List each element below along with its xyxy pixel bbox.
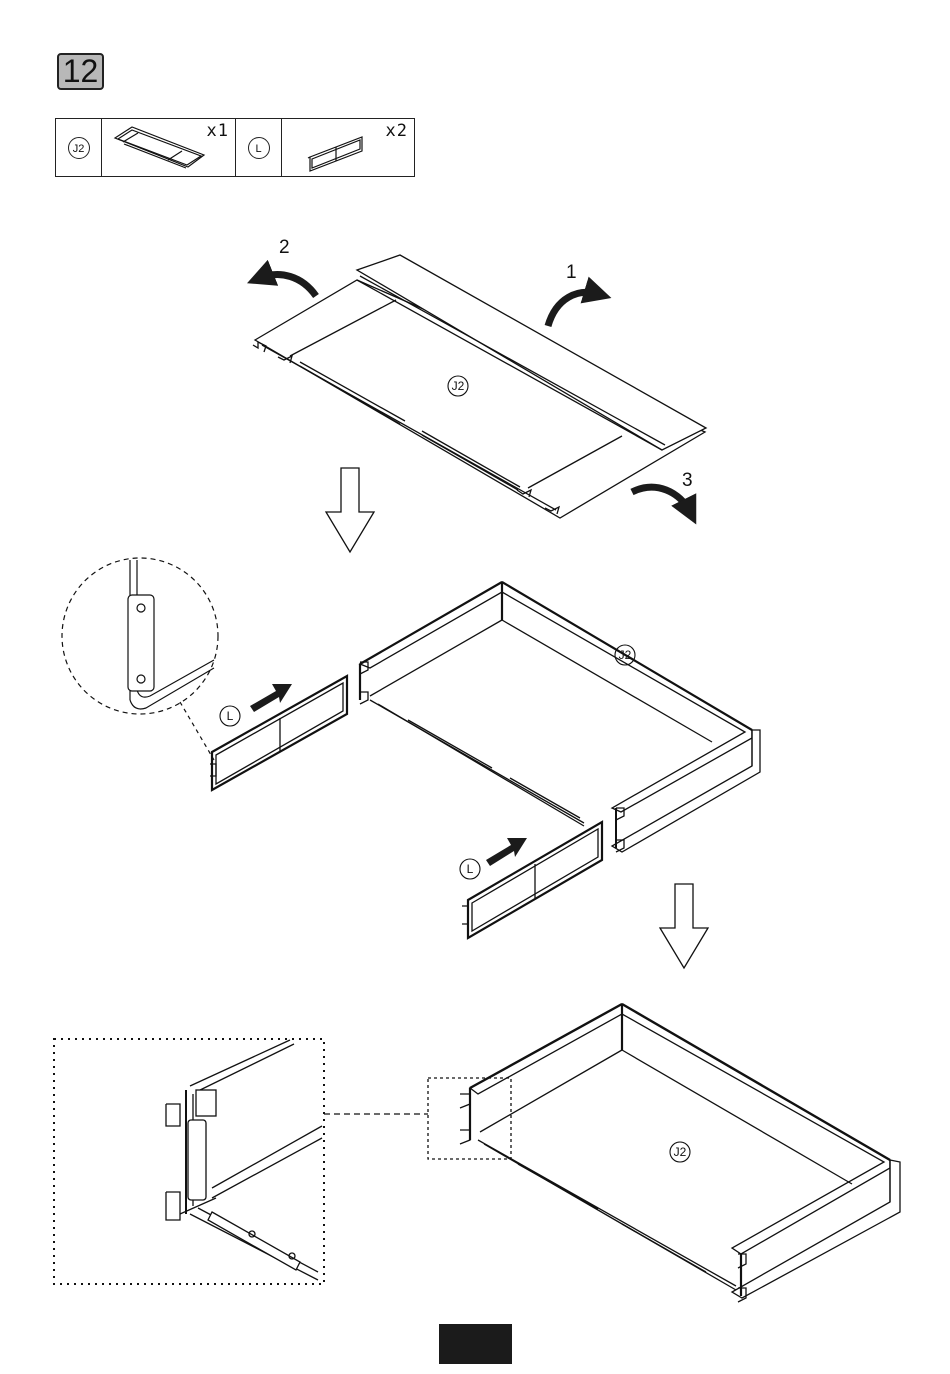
side-panel-l-right bbox=[462, 822, 602, 938]
push-arrow-left-icon bbox=[250, 684, 292, 712]
tray-j2-middle bbox=[360, 582, 760, 852]
svg-text:2: 2 bbox=[279, 237, 290, 258]
svg-text:J2: J2 bbox=[674, 1145, 687, 1159]
svg-text:J2: J2 bbox=[452, 379, 465, 393]
flat-panel-j2 bbox=[253, 255, 706, 518]
corner-detail-zoom bbox=[54, 1039, 324, 1284]
fold-arrow-1: 1 bbox=[548, 262, 598, 326]
side-panel-l-right-label: L bbox=[460, 859, 480, 879]
svg-text:L: L bbox=[467, 862, 474, 876]
down-arrow-icon bbox=[326, 468, 374, 552]
tray-assembled-label: J2 bbox=[670, 1142, 690, 1162]
fold-arrow-3: 3 bbox=[632, 470, 693, 512]
push-arrow-right-icon bbox=[486, 838, 527, 866]
svg-text:J2: J2 bbox=[619, 648, 632, 662]
svg-text:L: L bbox=[227, 709, 234, 723]
svg-text:1: 1 bbox=[566, 262, 577, 283]
svg-text:3: 3 bbox=[682, 470, 693, 491]
side-panel-l-left-label: L bbox=[220, 706, 240, 726]
page-footer-bar bbox=[439, 1324, 512, 1364]
hinge-detail-callout bbox=[62, 558, 218, 760]
down-arrow-icon bbox=[660, 884, 708, 968]
fold-arrow-2: 2 bbox=[260, 237, 316, 296]
